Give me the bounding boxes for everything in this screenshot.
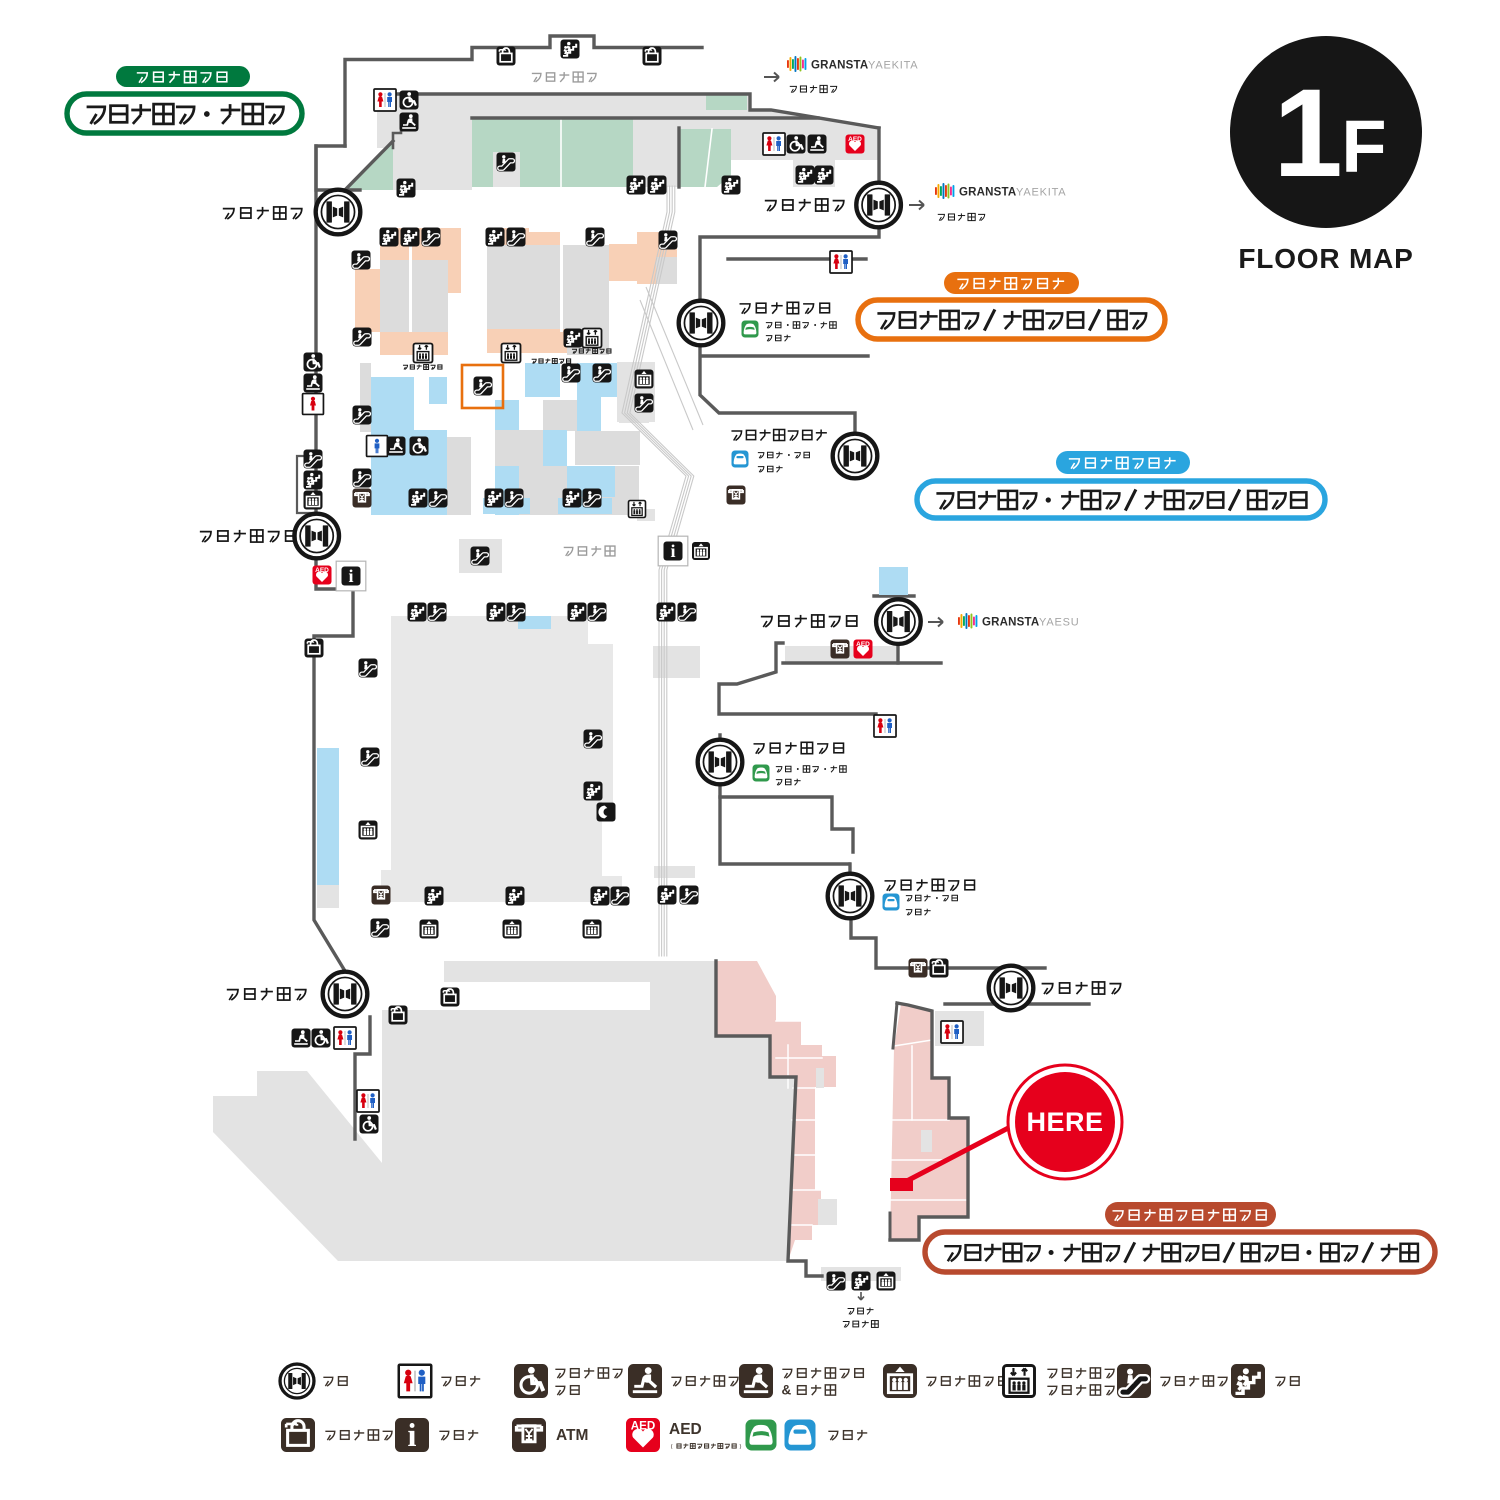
svg-text:YAEKITA: YAEKITA xyxy=(868,60,918,72)
svg-text:F: F xyxy=(1341,105,1386,188)
svg-text:GRANSTA: GRANSTA xyxy=(982,617,1039,629)
svg-text:FLOOR MAP: FLOOR MAP xyxy=(1238,243,1413,274)
svg-text:HERE: HERE xyxy=(1026,1107,1103,1137)
svg-text:GRANSTA: GRANSTA xyxy=(811,60,868,72)
svg-text:AED: AED xyxy=(848,136,862,143)
svg-text:i: i xyxy=(408,1417,417,1453)
svg-text:1: 1 xyxy=(1273,64,1343,203)
svg-text:GRANSTA: GRANSTA xyxy=(959,187,1016,199)
svg-text:ATM: ATM xyxy=(556,1427,588,1444)
svg-text:AED: AED xyxy=(669,1421,702,1438)
svg-text:AED: AED xyxy=(315,567,329,574)
svg-text:): ) xyxy=(740,1444,742,1450)
svg-text:i: i xyxy=(670,541,675,561)
svg-text:&: & xyxy=(782,1383,792,1398)
svg-text:i: i xyxy=(348,566,353,586)
svg-text:YAESU: YAESU xyxy=(1039,617,1079,629)
svg-text:YAEKITA: YAEKITA xyxy=(1016,187,1066,199)
svg-text:AED: AED xyxy=(856,641,870,648)
svg-text:(: ( xyxy=(671,1444,673,1450)
